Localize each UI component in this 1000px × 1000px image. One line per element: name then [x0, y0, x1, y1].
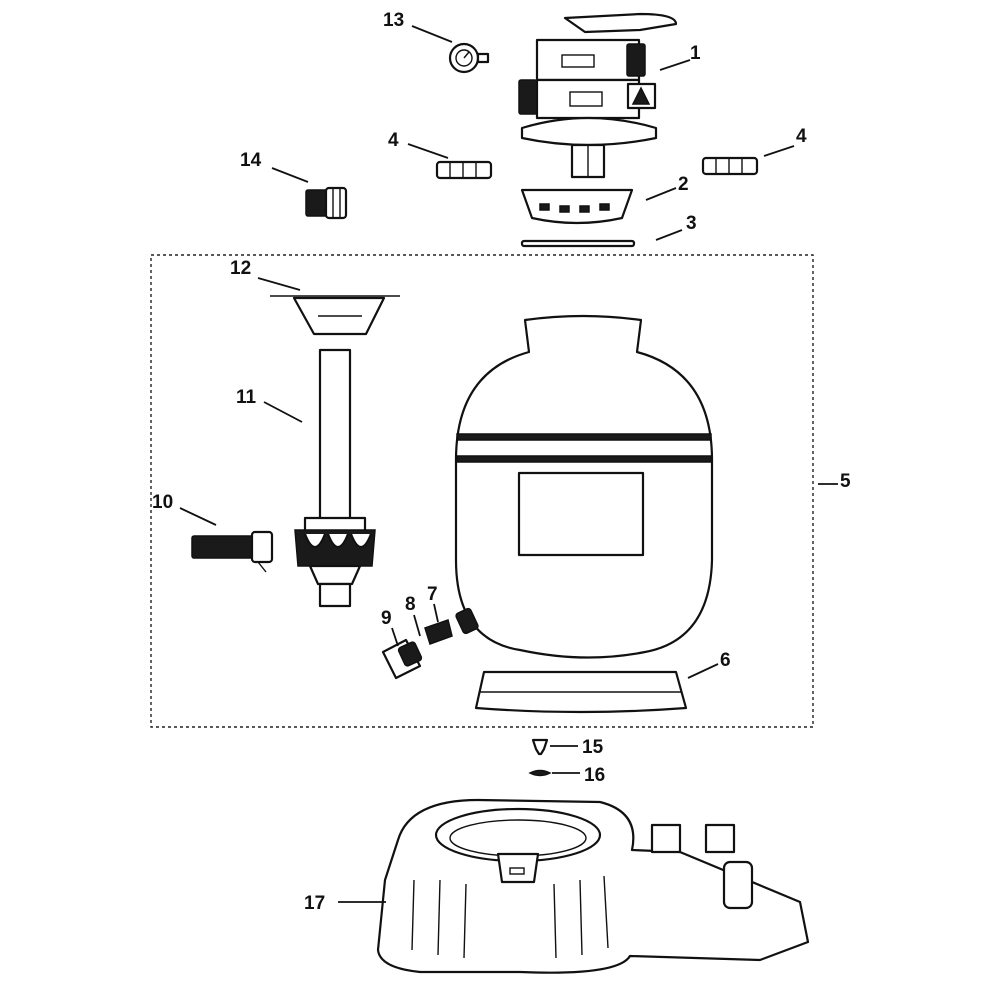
callout-6: 6	[720, 650, 731, 671]
part-10-lateral[interactable]	[191, 530, 274, 573]
callout-16: 16	[584, 765, 605, 786]
callout-15: 15	[582, 737, 604, 758]
callout-14: 14	[240, 150, 262, 171]
part-3-gasket[interactable]	[520, 239, 636, 248]
callout-7: 7	[427, 584, 438, 605]
callout-12: 12	[230, 258, 251, 279]
tank-assembly-box	[150, 254, 814, 728]
lateral-hub	[294, 516, 376, 608]
callout-13: 13	[383, 10, 404, 31]
callout-4-left: 4	[388, 130, 399, 151]
part-6-base-ring[interactable]	[474, 670, 688, 714]
part-7-drain-cap[interactable]	[455, 607, 479, 635]
leader-lines	[179, 25, 838, 903]
part-12-top-diffuser[interactable]	[270, 295, 400, 336]
callout-8: 8	[405, 594, 416, 615]
callout-3: 3	[686, 213, 697, 234]
part-8-drain-stem[interactable]	[424, 619, 453, 645]
callout-2: 2	[678, 174, 689, 195]
callout-11: 11	[236, 387, 257, 408]
callout-1: 1	[690, 43, 701, 64]
callout-4-right: 4	[796, 126, 807, 147]
callout-9: 9	[381, 608, 392, 629]
callout-5: 5	[840, 471, 851, 492]
part-4-union-right[interactable]	[701, 156, 759, 176]
part-5-tank[interactable]	[454, 314, 714, 659]
callout-17: 17	[304, 893, 325, 914]
part-9-drain-valve[interactable]	[381, 638, 423, 680]
part-17-base-stand[interactable]	[376, 798, 810, 974]
part-16-oring[interactable]	[528, 769, 552, 777]
callout-10: 10	[152, 492, 173, 513]
part-4-union-left[interactable]	[435, 160, 493, 180]
part-15-plug[interactable]	[531, 738, 549, 756]
part-2-basket[interactable]	[520, 188, 634, 225]
part-11-standpipe[interactable]	[318, 348, 352, 522]
callout-labels: 1 2 3 4 4 5 6 7 8 9 10 11 12 13 14 15 16…	[152, 10, 851, 914]
part-14-hose-adapter[interactable]	[305, 186, 348, 220]
part-1-multiport-valve[interactable]	[518, 12, 678, 179]
part-13-pressure-gauge[interactable]	[448, 42, 490, 74]
